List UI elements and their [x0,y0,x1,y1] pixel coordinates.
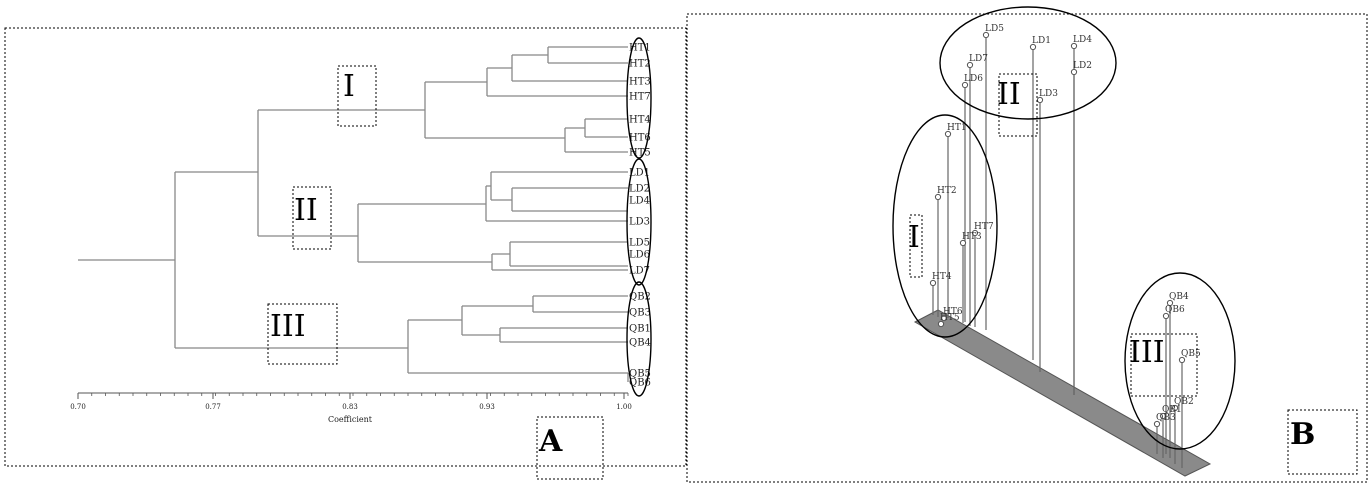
pca-point-marker [1070,42,1078,50]
pca-point-marker [944,130,952,138]
group-i-label: I [908,220,920,255]
group-ii-ellipse [939,6,1117,120]
group-ii-label: II [997,77,1021,112]
pca-point-label: QB5 [1181,349,1201,359]
pca-point-label: HT2 [937,186,957,196]
pca-point-label: QB1 [1162,405,1182,415]
cluster-i-label: I [343,69,355,104]
pca-point-marker [959,239,967,247]
leaf-label: QB2 [629,292,651,303]
leaf-label: LD2 [629,184,650,195]
group-iii-label: III [1129,335,1165,370]
leaf-label: LD3 [629,217,650,228]
leaf-label: HT7 [629,92,651,103]
leaf-label: LD6 [629,250,650,261]
leaf-label: LD7 [629,266,650,277]
leaf-label: HT2 [629,59,651,70]
axis-title: Coefficient [328,415,373,424]
pca-point-label: HT3 [962,232,982,242]
pca-point-label: LD4 [1073,35,1092,45]
pca-point-label: HT6 [943,307,963,317]
pca-point-label: QB4 [1169,292,1189,302]
panel-a: HT1HT2HT3HT7HT4HT6HT5LD1LD2LD4LD3LD5LD6L… [4,27,687,480]
axis-tick-label: 1.00 [616,403,632,411]
leaf-label: LD1 [629,168,650,179]
pca-point-marker [937,320,945,328]
cluster-ii-leaf-ellipse [626,158,652,286]
pca-point-label: LD5 [985,24,1004,34]
leaf-label: LD5 [629,238,650,249]
cluster-ii-label-box [292,186,332,250]
pca-point-label: QB6 [1165,305,1185,315]
leaf-label: HT5 [629,148,651,159]
pca-point-marker [1171,404,1179,412]
group-i-label-box [909,214,923,278]
cluster-iii-leaf-ellipse [626,281,652,397]
pca-point-marker [1029,43,1037,51]
leaf-label: QB6 [629,378,651,389]
pca-point-label: HT1 [947,123,967,133]
leaf-label: HT4 [629,115,651,126]
cluster-i-leaf-ellipse [626,37,652,159]
leaf-label: QB3 [629,308,651,319]
leaf-label: QB5 [629,369,651,380]
group-iii-ellipse [1124,272,1236,450]
leaf-label: HT1 [629,43,651,54]
group-iii-label-box [1130,333,1198,397]
pca-point-label: LD2 [1073,61,1092,71]
pca-point-label: QB3 [1156,413,1176,423]
panel-b-letter: B [1290,417,1315,452]
pca-point-marker [1178,356,1186,364]
dendrogram-tree [78,46,629,382]
pca-base-plane [913,309,1212,477]
pca-point-label: HT7 [974,222,994,232]
axis-tick-label: 0.93 [479,403,495,411]
leaf-label: HT6 [629,133,651,144]
cluster-i-label-box [337,65,377,127]
pca-point-marker [1159,412,1167,420]
leaf-label: QB1 [629,324,651,335]
coefficient-axis: 0.70 0.77 0.83 0.93 1.00 Coefficient [70,392,632,424]
pca-point-marker [961,81,969,89]
axis-tick-label: 0.83 [342,403,358,411]
pca-point-marker [1166,299,1174,307]
pca-point-label: LD7 [969,54,988,64]
pca-point-marker [966,61,974,69]
pca-point-marker [934,193,942,201]
leaf-label: LD4 [629,196,650,207]
axis-tick-label: 0.70 [70,403,86,411]
pca-point-label: LD6 [964,74,983,84]
pca-point-label: LD3 [1039,89,1058,99]
group-i-ellipse [892,114,998,338]
leaf-label: QB4 [629,338,651,349]
pca-point-label: HT5 [940,313,960,323]
cluster-iii-label: III [270,309,306,344]
pca-point-marker [940,314,948,322]
pca-point-marker [1153,420,1161,428]
cluster-iii-label-box [267,303,338,365]
pca-point-marker [971,229,979,237]
axis-tick-label: 0.77 [205,403,221,411]
panel-a-letter-box [536,416,604,480]
pca-point-marker [1070,68,1078,76]
panel-a-letter: A [538,424,563,459]
panel-b-letter-box [1287,409,1358,475]
pca-point-marker [929,279,937,287]
group-ii-label-box [998,73,1038,137]
leaf-labels: HT1HT2HT3HT7HT4HT6HT5LD1LD2LD4LD3LD5LD6L… [629,43,651,389]
panel-a-frame [4,27,687,467]
pca-point-label: QB2 [1174,397,1194,407]
pca-point-marker [1162,312,1170,320]
pca-point-label: HT4 [932,272,952,282]
leaf-label: HT3 [629,77,651,88]
cluster-ii-label: II [294,193,318,228]
pca-point-label: LD1 [1032,36,1051,46]
pca-point-marker [982,31,990,39]
panel-b-frame [686,13,1368,483]
